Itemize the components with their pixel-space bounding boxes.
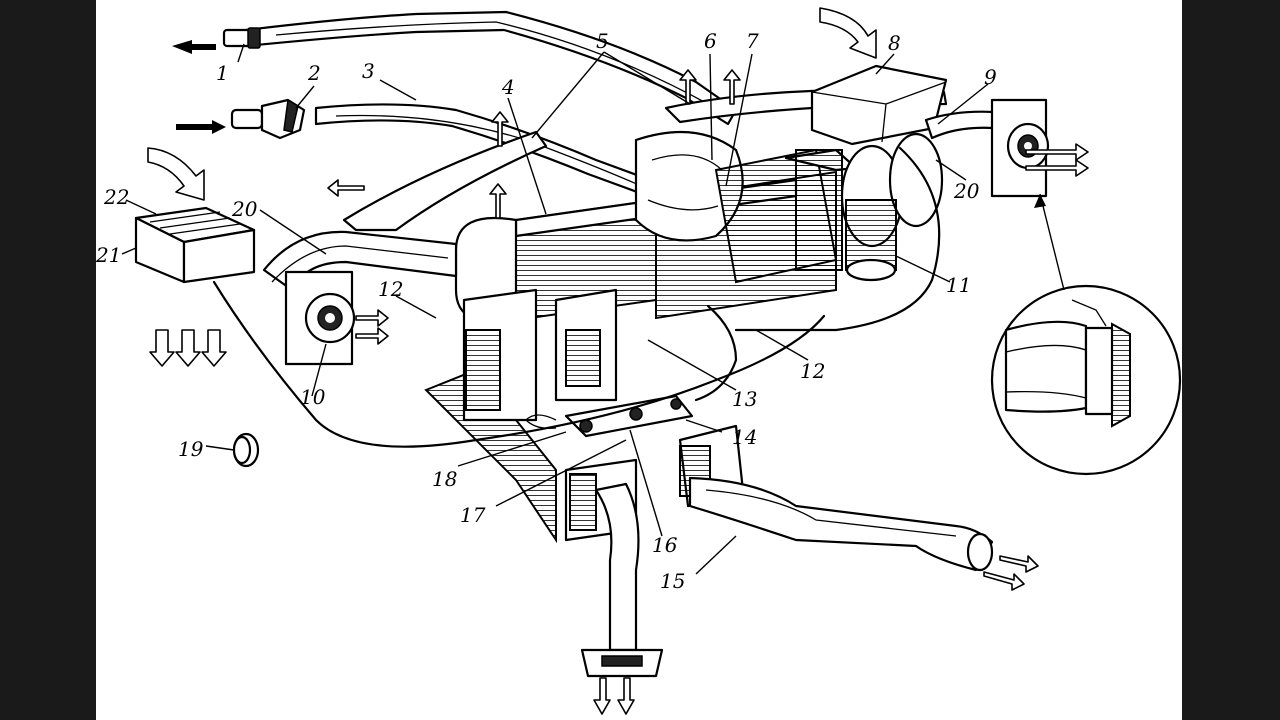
flow-direction-arrows xyxy=(172,40,226,134)
label-16: 16 xyxy=(652,533,678,557)
label-5: 5 xyxy=(596,29,609,53)
label-9: 9 xyxy=(984,65,997,89)
left-side-duct xyxy=(262,230,458,366)
label-17: 17 xyxy=(460,503,486,527)
label-22: 22 xyxy=(103,185,129,209)
heating-ventilation-diagram: 1 2 3 4 5 6 7 8 9 10 11 12 12 13 14 15 1… xyxy=(96,7,1182,715)
label-11: 11 xyxy=(946,273,971,297)
lower-ducts xyxy=(424,288,994,678)
label-20-right: 20 xyxy=(953,179,980,203)
label-14: 14 xyxy=(732,425,757,449)
inlet-hose xyxy=(230,98,658,198)
label-10: 10 xyxy=(300,385,326,409)
water-tube xyxy=(694,304,738,402)
plug xyxy=(232,432,260,468)
left-defroster-nozzle xyxy=(342,130,548,232)
radiator-block xyxy=(714,148,858,284)
label-1: 1 xyxy=(216,61,229,85)
label-20-left: 20 xyxy=(231,197,258,221)
control-cable-right xyxy=(734,146,941,332)
label-8: 8 xyxy=(888,31,901,55)
air-intake-box xyxy=(134,206,256,284)
leader-lines xyxy=(121,43,989,575)
right-side-vent xyxy=(924,98,1050,198)
label-18: 18 xyxy=(432,467,457,491)
label-12-left: 12 xyxy=(378,277,403,301)
part-labels: 1 2 3 4 5 6 7 8 9 10 11 12 12 13 14 15 1… xyxy=(96,29,997,593)
airflow-arrows xyxy=(147,7,1089,715)
label-13: 13 xyxy=(732,387,757,411)
label-7: 7 xyxy=(746,29,759,53)
label-21: 21 xyxy=(96,243,121,267)
label-2: 2 xyxy=(307,61,321,85)
label-19: 19 xyxy=(178,437,204,461)
control-bracket xyxy=(525,394,694,438)
label-6: 6 xyxy=(704,29,717,53)
label-12-right: 12 xyxy=(800,359,825,383)
label-3: 3 xyxy=(362,59,375,83)
detail-inset xyxy=(990,193,1182,476)
fan-motor xyxy=(810,64,948,282)
control-cable-left xyxy=(212,280,826,448)
diagram-canvas: 1 2 3 4 5 6 7 8 9 10 11 12 12 13 14 15 1… xyxy=(96,0,1182,720)
label-15: 15 xyxy=(660,569,685,593)
outlet-hose xyxy=(222,10,738,126)
label-4: 4 xyxy=(501,75,515,99)
